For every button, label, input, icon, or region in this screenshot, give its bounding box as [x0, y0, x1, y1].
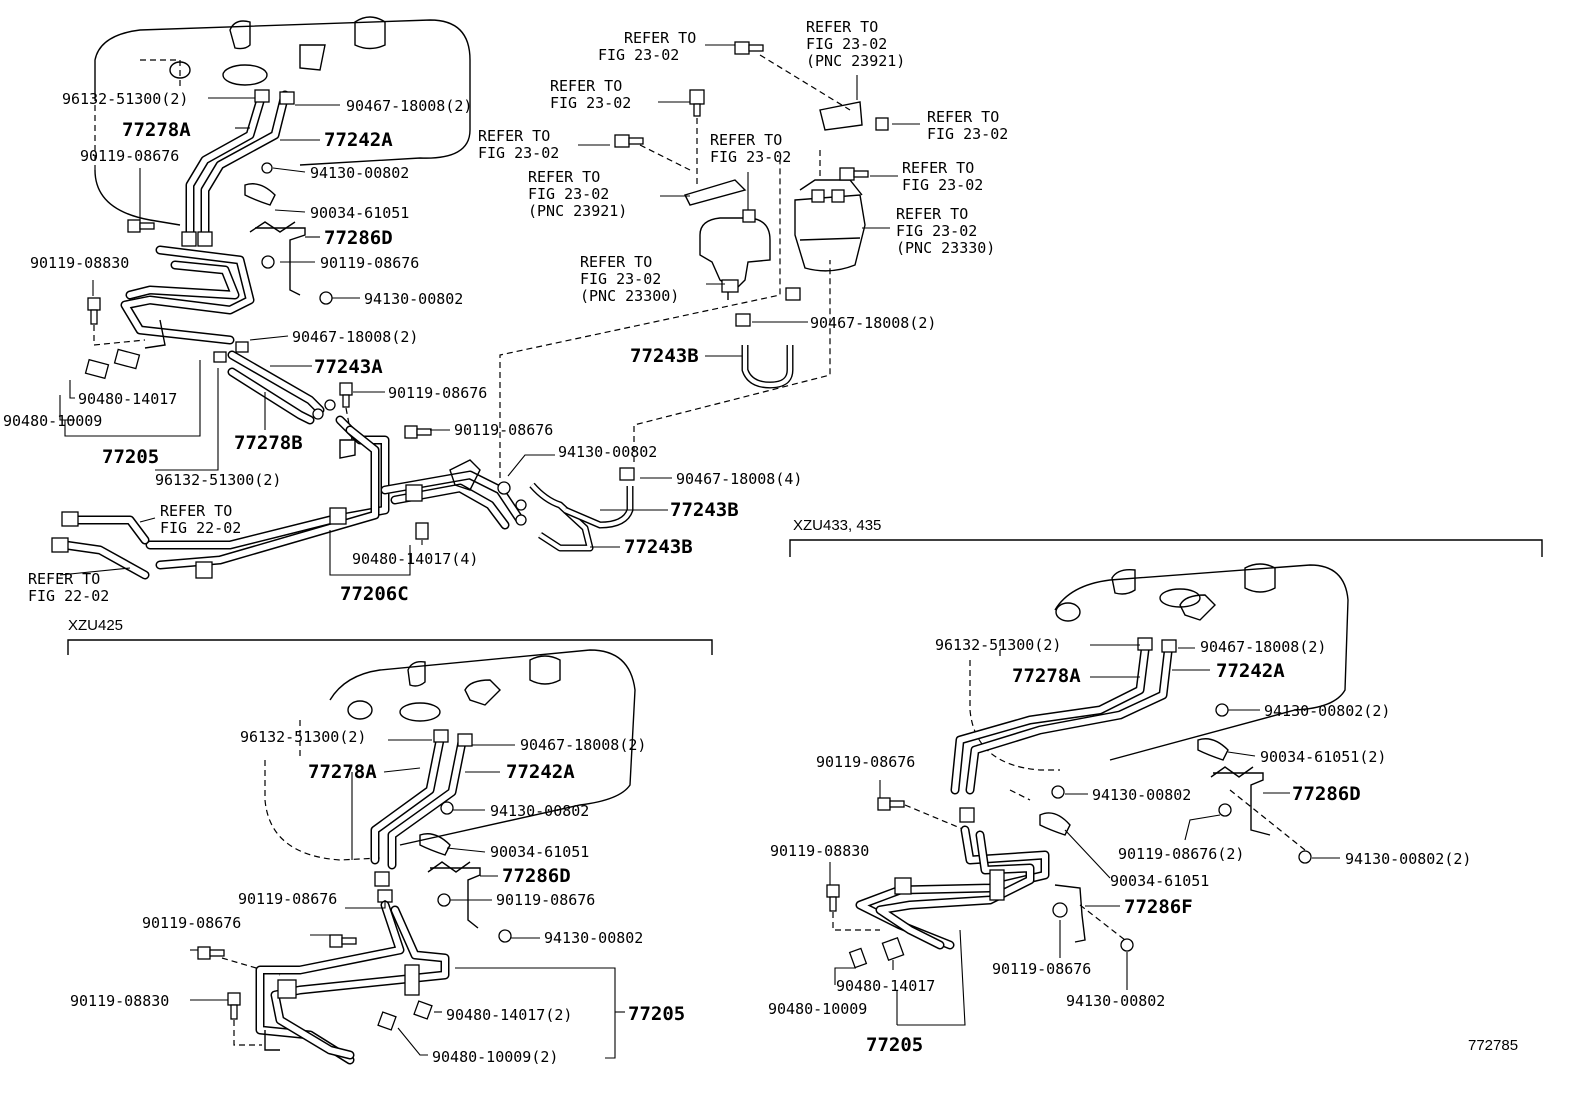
label-94130-00802: 94130-00802 — [544, 929, 643, 947]
label-90119-08676: 90119-08676 — [80, 147, 179, 165]
label-94130-00802: 94130-00802 — [310, 164, 409, 182]
label-90119-08676: 90119-08676 — [454, 421, 553, 439]
xzu433-assembly — [789, 539, 1543, 969]
label-90119-08830: 90119-08830 — [770, 842, 869, 860]
label-77205: 77205 — [102, 446, 159, 468]
refer-label: REFER TO FIG 23-02 (PNC 23921) — [806, 18, 905, 70]
label-90119-08676: 90119-08676 — [992, 960, 1091, 978]
label-90119-08830: 90119-08830 — [70, 992, 169, 1010]
label-77243A: 77243A — [314, 356, 383, 378]
label-94130-00802: 94130-00802 — [1066, 992, 1165, 1010]
fuel-tank-top — [94, 16, 471, 226]
label-94130-00802-2: 94130-00802(2) — [1264, 702, 1390, 720]
label-94130-00802: 94130-00802 — [558, 443, 657, 461]
label-96132-51300-2: 96132-51300(2) — [62, 90, 188, 108]
refer-label: REFER TO FIG 22-02 — [160, 502, 241, 537]
label-77242A: 77242A — [1216, 660, 1285, 682]
label-96132-51300-2: 96132-51300(2) — [935, 636, 1061, 654]
label-90119-08676: 90119-08676 — [320, 254, 419, 272]
label-94130-00802: 94130-00802 — [490, 802, 589, 820]
label-90480-14017: 90480-14017 — [78, 390, 177, 408]
label-90480-14017-2: 90480-14017(2) — [446, 1006, 572, 1024]
label-77206C: 77206C — [340, 583, 409, 605]
label-90480-14017-4: 90480-14017(4) — [352, 550, 478, 568]
label-90034-61051: 90034-61051 — [310, 204, 409, 222]
label-90480-10009: 90480-10009 — [768, 1000, 867, 1018]
label-90467-18008-4: 90467-18008(4) — [676, 470, 802, 488]
label-90480-14017: 90480-14017 — [836, 977, 935, 995]
top-labels: 96132-51300(2) 90467-18008(2) 77278A 772… — [3, 18, 1008, 605]
section-title-xzu425: XZU425 — [68, 617, 123, 634]
xzu425-labels: XZU425 96132-51300(2) 90467-18008(2) 772… — [68, 617, 685, 1066]
label-90467-18008-2: 90467-18008(2) — [292, 328, 418, 346]
diagram-id: 772785 — [1468, 1037, 1518, 1054]
label-90034-61051-2: 90034-61051(2) — [1260, 748, 1386, 766]
label-77286D: 77286D — [1292, 783, 1361, 805]
refer-label: REFER TO FIG 23-02 — [710, 131, 791, 166]
label-77286F: 77286F — [1124, 896, 1193, 918]
label-90119-08676: 90119-08676 — [388, 384, 487, 402]
label-77286D: 77286D — [502, 865, 571, 887]
label-77278A: 77278A — [122, 119, 191, 141]
top-assembly — [51, 16, 889, 580]
label-90119-08676: 90119-08676 — [816, 753, 915, 771]
label-77205: 77205 — [866, 1034, 923, 1056]
label-90034-61051: 90034-61051 — [1110, 872, 1209, 890]
label-77286D: 77286D — [324, 227, 393, 249]
section-title-xzu433-435: XZU433, 435 — [793, 517, 881, 534]
refer-label: REFER TO FIG 23-02 — [598, 29, 705, 64]
fuel-pump-illustration — [684, 179, 771, 300]
label-90467-18008-2: 90467-18008(2) — [810, 314, 936, 332]
label-96132-51300-2: 96132-51300(2) — [155, 471, 281, 489]
label-90467-18008-2: 90467-18008(2) — [1200, 638, 1326, 656]
bolt-icon — [87, 297, 101, 325]
label-77205: 77205 — [628, 1003, 685, 1025]
label-77242A: 77242A — [506, 761, 575, 783]
refer-label: REFER TO FIG 23-02 — [927, 108, 1008, 143]
label-90480-10009-2: 90480-10009(2) — [432, 1048, 558, 1066]
label-77278A: 77278A — [1012, 665, 1081, 687]
fuel-filter-illustration — [794, 179, 866, 272]
refer-label: REFER TO FIG 23-02 — [478, 127, 559, 162]
label-90480-10009: 90480-10009 — [3, 412, 102, 430]
xzu433-labels: XZU433, 435 96132-51300(2) 90467-18008(2… — [768, 517, 1518, 1056]
bolt-icon — [127, 219, 155, 233]
refer-label: REFER TO FIG 23-02 (PNC 23330) — [896, 205, 995, 257]
label-90034-61051: 90034-61051 — [490, 843, 589, 861]
label-94130-00802-2: 94130-00802(2) — [1345, 850, 1471, 868]
label-94130-00802: 94130-00802 — [364, 290, 463, 308]
label-77242A: 77242A — [324, 129, 393, 151]
label-90119-08676-2: 90119-08676(2) — [1118, 845, 1244, 863]
label-77278B: 77278B — [234, 432, 303, 454]
label-77278A: 77278A — [308, 761, 377, 783]
refer-label: REFER TO FIG 23-02 — [550, 77, 631, 112]
refer-label: REFER TO FIG 22-02 — [28, 570, 109, 605]
label-90119-08676: 90119-08676 — [496, 891, 595, 909]
leader-lines — [59, 44, 1340, 1059]
label-77243B: 77243B — [630, 345, 699, 367]
xzu425-assembly — [67, 639, 713, 1065]
refer-label: REFER TO FIG 23-02 — [902, 159, 983, 194]
label-90119-08830: 90119-08830 — [30, 254, 129, 272]
refer-label: REFER TO FIG 23-02 (PNC 23921) — [528, 168, 627, 220]
label-77243B: 77243B — [670, 499, 739, 521]
label-77243B: 77243B — [624, 536, 693, 558]
refer-label: REFER TO FIG 23-02 (PNC 23300) — [580, 253, 679, 305]
label-94130-00802: 94130-00802 — [1092, 786, 1191, 804]
label-90467-18008-2: 90467-18008(2) — [346, 97, 472, 115]
label-90119-08676: 90119-08676 — [238, 890, 337, 908]
label-90467-18008-2: 90467-18008(2) — [520, 736, 646, 754]
label-90119-08676: 90119-08676 — [142, 914, 241, 932]
label-96132-51300-2: 96132-51300(2) — [240, 728, 366, 746]
